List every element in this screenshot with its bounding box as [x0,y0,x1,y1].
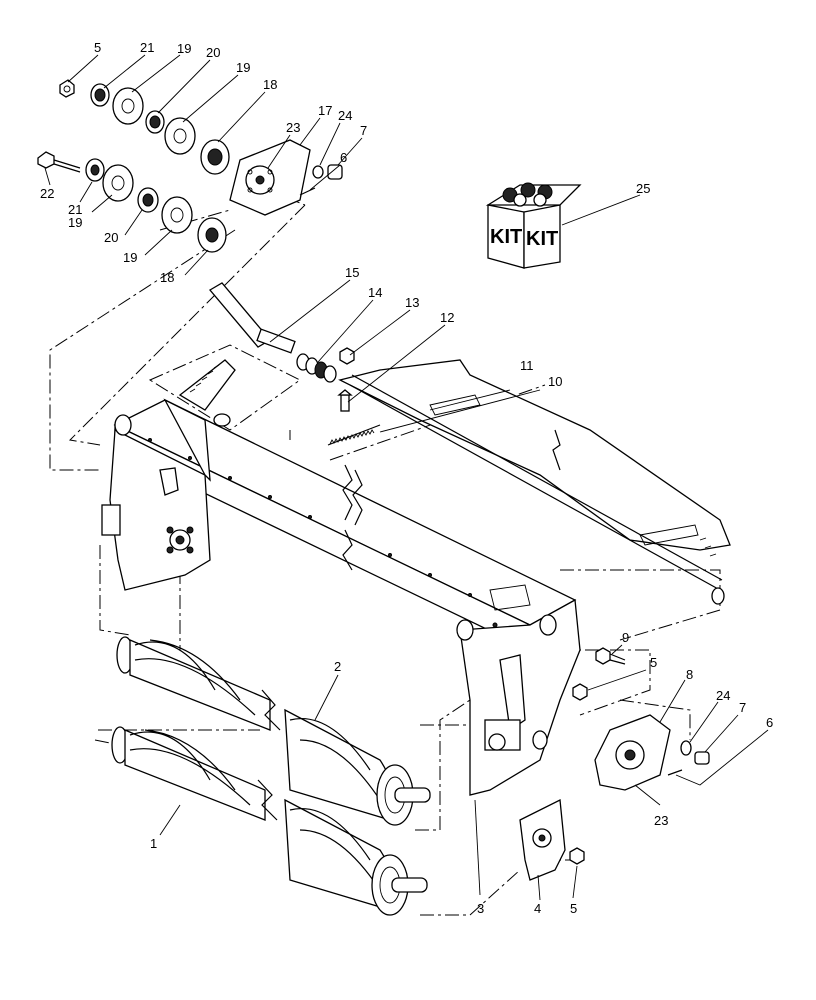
callout-19: 19 [123,250,137,265]
callout-6: 6 [766,715,773,730]
callout-19: 19 [68,215,82,230]
callout-12: 12 [440,310,454,325]
callout-17: 17 [318,103,332,118]
kit-label-left: KIT [490,226,522,248]
callout-6: 6 [340,150,347,165]
callout-22: 22 [40,186,54,201]
callout-21: 21 [140,40,154,55]
callout-13: 13 [405,295,419,310]
callout-labels: 5 21 19 20 19 18 17 24 7 23 6 22 21 19 2… [40,40,773,916]
callout-9: 9 [622,630,629,645]
callout-24: 24 [338,108,352,123]
callout-7: 7 [739,700,746,715]
lower-bearing-stack [37,151,227,253]
roller-lower [111,726,428,916]
callout-20: 20 [206,45,220,60]
callout-24: 24 [716,688,730,703]
callout-23: 23 [654,813,668,828]
callout-1: 1 [150,836,157,851]
callout-23: 23 [286,120,300,135]
callout-10: 10 [548,374,562,389]
main-frame [101,359,581,796]
kit-label-right: KIT [526,228,558,250]
callout-4: 4 [534,901,541,916]
frame-rivets [148,438,472,597]
callout-5: 5 [570,901,577,916]
callout-18: 18 [263,77,277,92]
upper-channel-frame [338,359,731,605]
callout-5: 5 [650,655,657,670]
right-bracket-parts [519,647,710,881]
callout-7: 7 [360,123,367,138]
upper-bearing-stack [59,79,230,175]
leader-lines [44,54,769,901]
callout-15: 15 [345,265,359,280]
callout-20: 20 [104,230,118,245]
callout-11: 11 [520,358,534,373]
callout-3: 3 [477,901,484,916]
callout-14: 14 [368,285,382,300]
kit-box: KIT KIT [485,182,582,269]
callout-18: 18 [160,270,174,285]
callout-8: 8 [686,667,693,682]
roller-upper [116,636,431,826]
callout-25: 25 [636,181,650,196]
callout-19: 19 [177,41,191,56]
handle-assembly [209,282,381,446]
callout-21: 21 [68,202,82,217]
callout-5: 5 [94,40,101,55]
upper-mount-bracket [229,139,343,216]
callout-2: 2 [334,659,341,674]
callout-19: 19 [236,60,250,75]
